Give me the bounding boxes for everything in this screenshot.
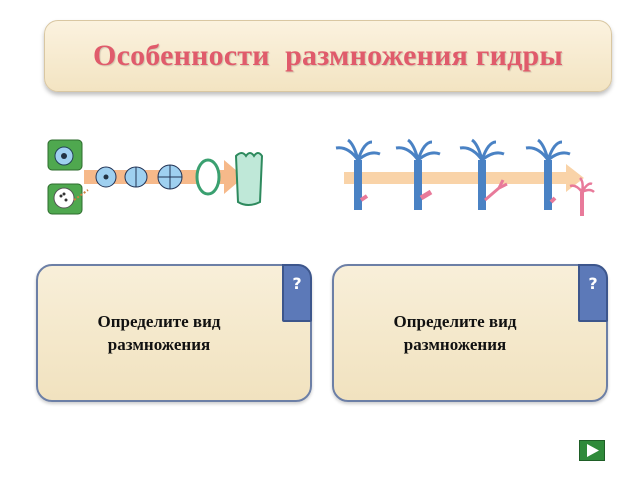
next-slide-button[interactable] <box>579 440 605 461</box>
slide-title-bar: Особенности размножения гидры <box>44 20 612 92</box>
reproduction-card-budding: Определите вид размножения ? <box>332 264 608 402</box>
card-label: Определите вид размножения <box>393 312 517 354</box>
play-arrow-icon <box>587 444 599 457</box>
hydra-stage-4 <box>525 138 571 210</box>
blastula <box>195 158 221 196</box>
hydra-stage-2 <box>395 138 441 210</box>
sexual-reproduction-illustration <box>47 139 264 215</box>
budding-illustration <box>335 138 595 216</box>
detached-bud <box>569 177 595 216</box>
slide-title: Особенности размножения гидры <box>93 39 563 72</box>
young-hydra <box>234 152 264 206</box>
process-arrow <box>344 164 584 192</box>
question-icon: ? <box>292 274 302 293</box>
question-icon: ? <box>588 274 598 293</box>
reproduction-card-sexual: Определите вид размножения ? <box>36 264 312 402</box>
hint-button[interactable]: ? <box>578 264 608 322</box>
card-label: Определите вид размножения <box>97 312 221 354</box>
hint-button[interactable]: ? <box>282 264 312 322</box>
sperm-cluster <box>53 187 75 209</box>
hydra-stage-3 <box>459 138 505 210</box>
hydra-stage-1 <box>335 138 381 210</box>
